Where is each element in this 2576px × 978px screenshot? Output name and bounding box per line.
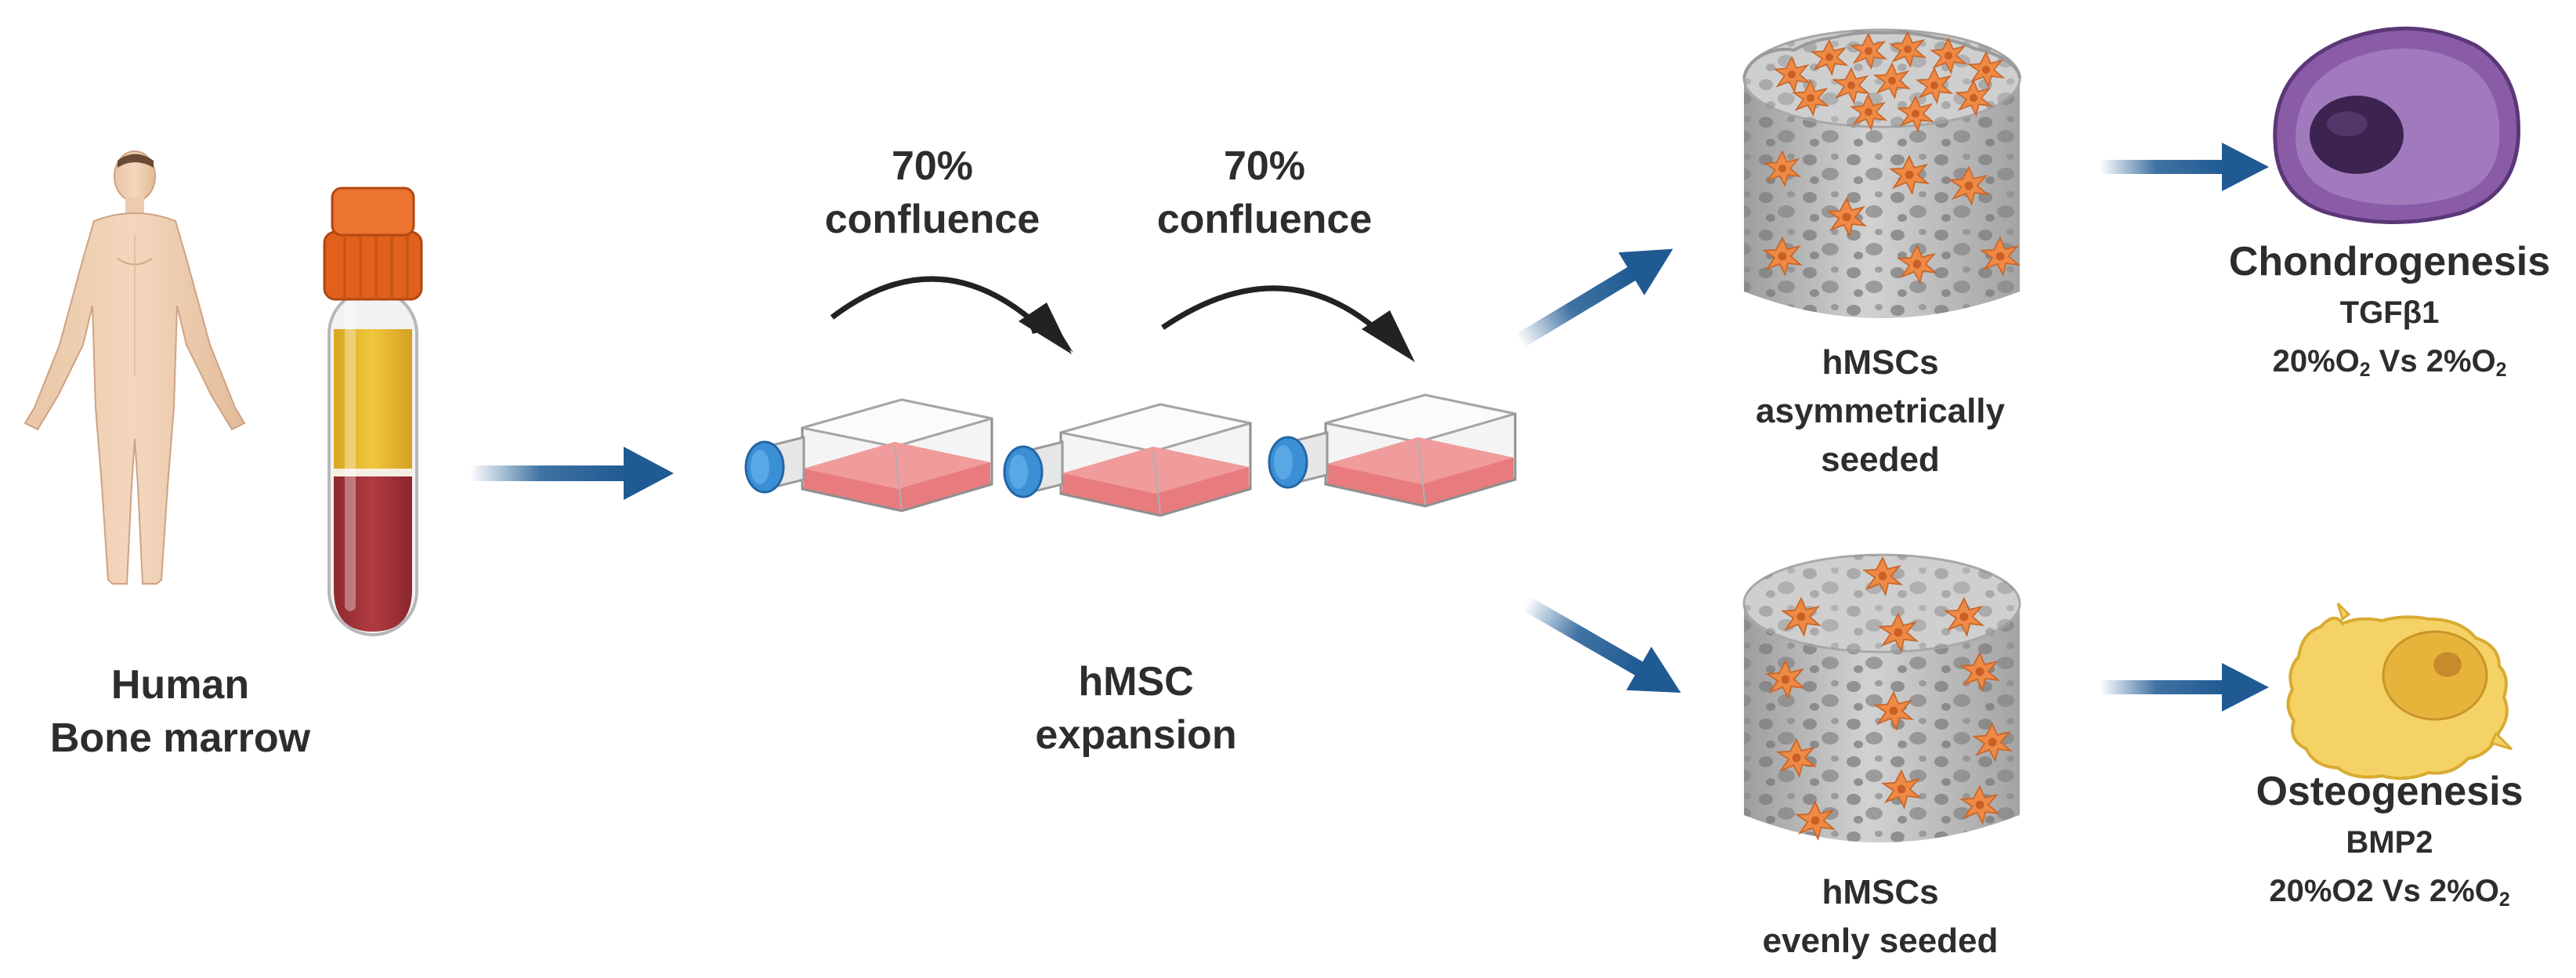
osteo-conditions: 20%O2 Vs 2%O2 <box>2209 867 2570 915</box>
arrow-to-osteocyte <box>2100 663 2269 712</box>
scaffold-even-icon <box>1742 553 2021 842</box>
label-asymmetric-seeded: hMSCs asymmetrically seeded <box>1724 339 2037 484</box>
culture-flask-icon <box>1268 393 1517 508</box>
even-line2: evenly seeded <box>1762 922 1999 960</box>
confluence1-percent: 70% <box>891 143 974 189</box>
chondro-cond-vs: Vs 2%O <box>2370 344 2496 379</box>
osteo-factor: BMP2 <box>2346 825 2433 860</box>
label-chondrogenesis: Chondrogenesis TGFβ1 20%O2 Vs 2%O2 <box>2209 235 2570 386</box>
culture-flask-icon <box>1003 403 1252 517</box>
confluence1-text: confluence <box>824 197 1040 242</box>
human-body-icon <box>24 150 246 585</box>
arrow-to-expansion <box>470 447 674 500</box>
chondro-cond-a-sub: 2 <box>2359 360 2371 382</box>
label-hmsc-expansion: hMSC expansion <box>979 655 1293 762</box>
chondrocyte-icon <box>2273 26 2521 224</box>
human-line2: Bone marrow <box>49 715 311 761</box>
expansion-line1: hMSC <box>1078 659 1194 705</box>
blood-tube-icon <box>323 187 423 636</box>
osteo-cond-a: 20%O2 <box>2269 874 2374 908</box>
expansion-line2: expansion <box>1035 712 1237 758</box>
label-human-bone-marrow: Human Bone marrow <box>24 658 337 765</box>
passage-arrow-1 <box>830 276 1073 354</box>
arrow-to-chondrocyte <box>2100 143 2269 191</box>
asym-line2: asymmetrically <box>1756 392 2005 430</box>
label-confluence-1: 70% confluence <box>783 139 1081 246</box>
even-line1: hMSCs <box>1822 873 1939 911</box>
asym-line3: seeded <box>1821 440 1940 479</box>
label-evenly-seeded: hMSCs evenly seeded <box>1724 868 2037 965</box>
label-osteogenesis: Osteogenesis BMP2 20%O2 Vs 2%O2 <box>2209 765 2570 915</box>
arrow-to-bottom-scaffold <box>1522 596 1681 693</box>
osteo-cond-b-sub: 2 <box>2498 889 2510 911</box>
label-confluence-2: 70% confluence <box>1116 139 1413 246</box>
human-line1: Human <box>110 662 250 708</box>
chondro-cond-a: 20%O <box>2272 344 2360 379</box>
osteocyte-icon <box>2286 602 2513 781</box>
passage-arrow-2 <box>1161 285 1415 362</box>
osteo-cond-vs: Vs 2%O <box>2373 874 2499 908</box>
confluence2-percent: 70% <box>1223 143 1306 189</box>
osteo-title: Osteogenesis <box>2256 769 2524 814</box>
arrow-to-top-scaffold <box>1515 248 1673 348</box>
confluence2-text: confluence <box>1156 197 1373 242</box>
chondro-factor: TGFβ1 <box>2339 295 2440 330</box>
culture-flask-icon <box>744 398 993 513</box>
chondro-title: Chondrogenesis <box>2228 239 2551 284</box>
chondro-cond-b-sub: 2 <box>2495 360 2507 382</box>
chondro-conditions: 20%O2 Vs 2%O2 <box>2209 337 2570 386</box>
asym-line1: hMSCs <box>1822 343 1939 382</box>
